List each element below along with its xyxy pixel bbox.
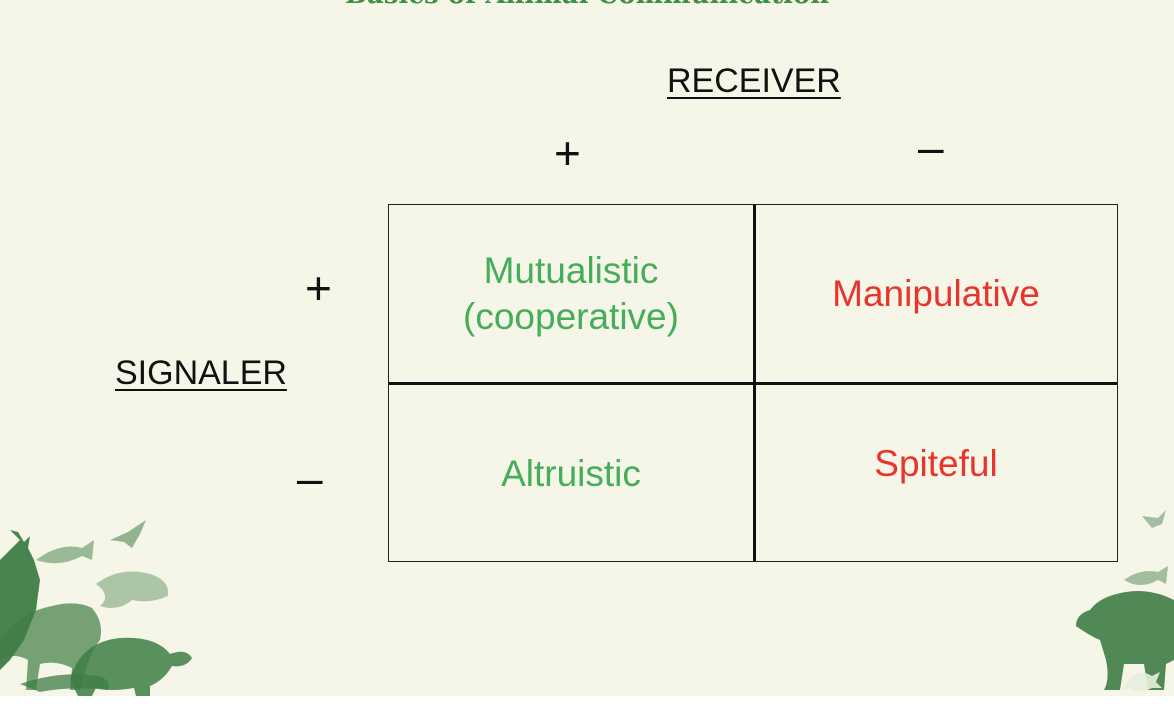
receiver-minus-sign: – <box>918 121 944 173</box>
left-animals-icon <box>0 520 192 696</box>
matrix-horizontal-divider <box>389 382 1117 385</box>
signaler-label: SIGNALER <box>115 354 287 392</box>
cell-altruistic: Altruistic <box>501 453 641 494</box>
slide: Basics of Animal Communication RECEIVER … <box>0 0 1174 696</box>
payoff-matrix: Mutualistic (cooperative) Manipulative A… <box>388 204 1118 562</box>
receiver-label: RECEIVER <box>667 62 841 100</box>
cell-spiteful: Spiteful <box>874 443 998 484</box>
signaler-plus-sign: + <box>305 262 332 314</box>
cell-manipulative: Manipulative <box>832 273 1040 314</box>
slide-title: Basics of Animal Communication <box>0 0 1174 8</box>
signaler-minus-sign: – <box>297 452 323 504</box>
cell-mutualistic: Mutualistic (cooperative) <box>463 250 679 337</box>
receiver-plus-sign: + <box>554 127 581 179</box>
